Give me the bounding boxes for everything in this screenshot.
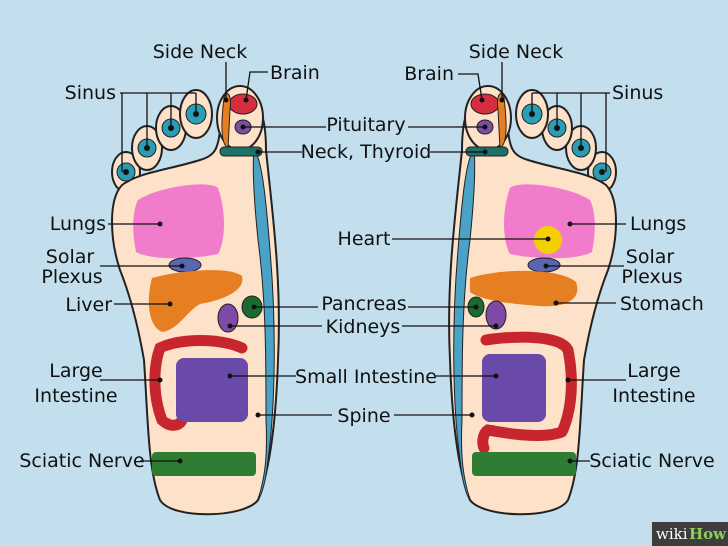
label-side-neck-right: Side Neck [469,41,563,63]
label-brain-right: Brain [404,63,454,85]
label-solar-left-2: Plexus [41,266,102,288]
label-stomach: Stomach [620,293,704,315]
label-sciatic-left: Sciatic Nerve [19,450,144,472]
label-kidneys: Kidneys [326,316,401,338]
leader-lines [100,62,626,462]
left-solar-plexus-zone [168,257,202,273]
left-liver-zone [148,270,243,332]
watermark-wiki: wiki [656,525,688,543]
label-pituitary: Pituitary [326,114,405,136]
left-side-neck-zone [221,93,231,149]
labels: Side Neck Brain Sinus Pituitary Neck, Th… [19,41,714,472]
label-solar-right-1: Solar [626,246,675,268]
right-small-intestine-zone [482,354,546,422]
right-large-intestine-zone [477,331,577,454]
right-stomach-zone [470,270,578,307]
watermark-how: How [689,525,727,543]
label-large-left-1: Large [49,360,102,382]
label-brain-left: Brain [270,62,320,84]
right-sciatic-zone [472,452,576,476]
label-sinus-left: Sinus [65,82,116,104]
left-foot [111,85,280,516]
label-lungs-left: Lungs [50,213,106,235]
label-liver: Liver [65,294,112,316]
left-kidney-zone [217,303,239,333]
right-lungs-zone [504,184,595,259]
left-brain-zone [228,93,258,115]
label-spine: Spine [337,405,390,427]
label-heart: Heart [338,228,391,250]
label-lungs-right: Lungs [630,213,686,235]
right-side-neck-zone [497,93,507,149]
label-neck-thyroid: Neck, Thyroid [301,141,432,163]
label-large-right-2: Intestine [612,385,695,407]
label-side-neck-left: Side Neck [153,41,247,63]
label-sciatic-right: Sciatic Nerve [589,450,714,472]
left-large-intestine-zone [149,335,248,431]
left-lungs-zone [133,184,224,259]
label-small-intestine: Small Intestine [295,366,437,388]
label-large-left-2: Intestine [34,385,117,407]
leader-dots [157,97,573,464]
label-large-right-1: Large [627,360,680,382]
left-spine-zone [252,148,275,501]
label-solar-right-2: Plexus [621,266,682,288]
label-solar-left-1: Solar [46,246,95,268]
right-spine-zone [453,148,476,501]
wikihow-watermark: wiki How [652,522,728,546]
left-sciatic-zone [152,452,256,476]
left-small-intestine-zone [176,358,248,422]
right-brain-zone [470,93,500,115]
label-pancreas: Pancreas [321,293,406,315]
right-kidney-zone [485,300,507,330]
label-sinus-right: Sinus [612,82,663,104]
